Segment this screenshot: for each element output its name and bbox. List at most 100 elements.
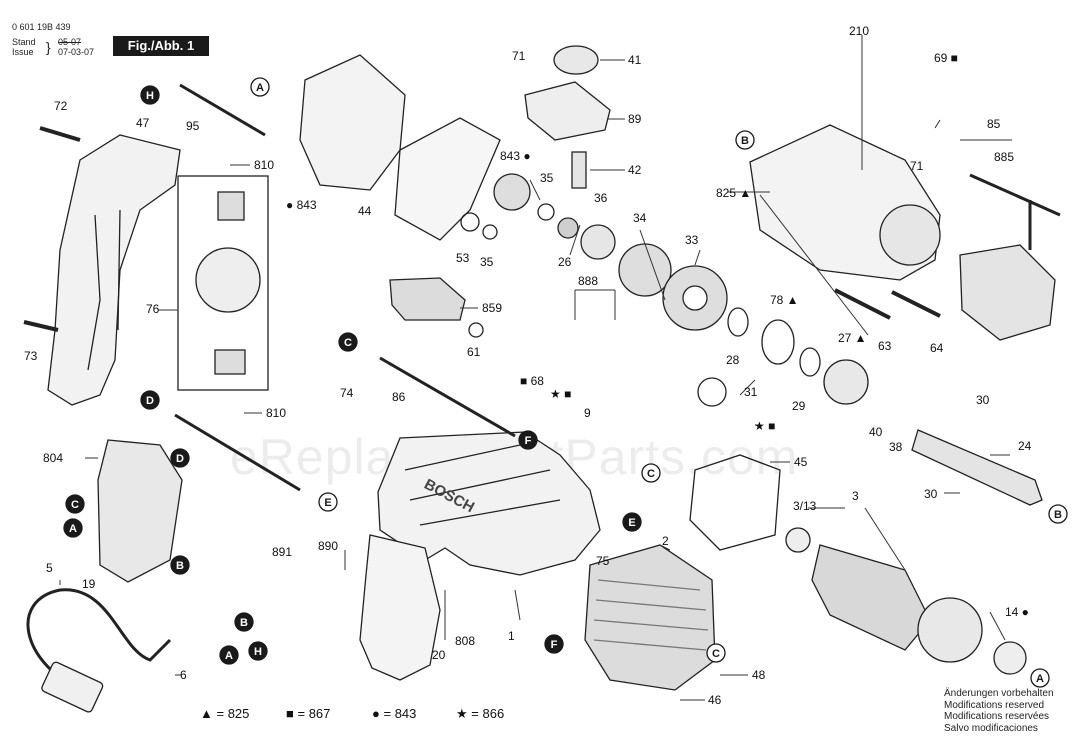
gear-34-drawing (618, 243, 672, 297)
screw-72-drawing (39, 126, 81, 142)
clutch-36-drawing (580, 224, 616, 260)
part-label-808: 808 (455, 634, 475, 648)
reference-marker-c-9: C (338, 332, 358, 352)
figure-label: Fig./Abb. 1 (113, 36, 209, 56)
gear-843-drawing (493, 173, 531, 211)
legend-text-0: = 825 (216, 706, 250, 721)
svg-text:A: A (256, 82, 264, 94)
reference-marker-a-0: A (250, 77, 270, 97)
part-label-72: 72 (54, 99, 68, 113)
part-label-6: 6 (180, 668, 187, 682)
gear-housing-drawing (299, 54, 406, 191)
svg-text:H: H (146, 90, 154, 102)
part-label-75: 75 (596, 554, 610, 568)
part-drawings: BOSCH (23, 35, 1061, 713)
rod-86-drawing (379, 356, 516, 438)
svg-text:H: H (254, 646, 262, 658)
front-housing-collar-drawing (879, 204, 941, 266)
svg-text:C: C (71, 499, 79, 511)
part-label-76: 76 (146, 302, 160, 316)
part-label-891: 891 (272, 545, 292, 559)
legend-item-1: ■ = 867 (286, 706, 330, 721)
field-coil-lines (593, 579, 709, 651)
screw-63-drawing (834, 288, 891, 320)
reference-marker-b-17: B (234, 612, 254, 632)
svg-text:C: C (647, 468, 655, 480)
pin-42-drawing (571, 151, 587, 189)
clutch-26-drawing (557, 217, 579, 239)
bracket-45-drawing (689, 454, 781, 551)
issue-label: Issue (12, 47, 34, 57)
part-label-42: 42 (628, 163, 642, 177)
part-label-38: 38 (889, 440, 903, 454)
legend-symbol-1: ■ (286, 706, 294, 721)
part-label-53: 53 (456, 251, 470, 265)
reference-marker-d-7: D (140, 390, 160, 410)
svg-text:A: A (69, 523, 77, 535)
part-label-41: 41 (628, 53, 642, 67)
ring-78-drawing (761, 319, 795, 365)
reference-marker-h-2: H (140, 85, 160, 105)
part-label-890: 890 (318, 539, 338, 553)
part-label-28: 28 (726, 353, 740, 367)
svg-text:B: B (176, 560, 184, 572)
svg-text:C: C (344, 337, 352, 349)
note-fr: Modifications reservées (944, 711, 1050, 722)
part-label-44: 44 (358, 204, 372, 218)
ring-28-drawing (727, 307, 749, 337)
svg-text:E: E (628, 517, 635, 529)
stand-value: 05-07 (58, 37, 82, 47)
svg-text:B: B (1054, 509, 1062, 521)
part-label-34: 34 (633, 211, 647, 225)
modification-notes: Änderungen vorbehalten Modifications res… (944, 688, 1054, 734)
doc-number: 0 601 19B 439 (12, 22, 71, 32)
legend-item-0: ▲ = 825 (200, 706, 249, 721)
bearing-27-drawing (823, 359, 869, 405)
part-label-843b: ● 843 (286, 198, 317, 212)
issue-value: 07-03-07 (58, 47, 95, 57)
knob-41-drawing (553, 45, 599, 75)
part-label-45: 45 (794, 455, 808, 469)
part-label-31: 31 (744, 385, 758, 399)
part-label-843a: 843 ● (500, 149, 531, 163)
legend-text-3: = 866 (471, 706, 505, 721)
part-label-95: 95 (186, 119, 200, 133)
leader-lines (59, 35, 1012, 701)
disc-31-drawing (697, 377, 727, 407)
part-label-825: 825 ▲ (716, 186, 751, 200)
plug-drawing (41, 661, 104, 713)
part-label-35b: 35 (480, 255, 494, 269)
part-label-20: 20 (432, 648, 446, 662)
chuck-key-drawing (969, 173, 1061, 250)
part-label-30b: 30 (924, 487, 938, 501)
washer-35a-drawing (537, 203, 555, 221)
brush-holder-drawing (195, 247, 261, 313)
reference-marker-e-8: E (318, 492, 338, 512)
part-label-210: 210 (849, 24, 869, 38)
part-label-star: ★ ■ (550, 387, 571, 401)
housing-rib-drawing (404, 444, 561, 526)
part-label-61: 61 (467, 345, 481, 359)
screw-73-drawing (23, 320, 59, 332)
gear-33-hub (682, 285, 708, 311)
part-label-5: 5 (46, 561, 53, 575)
part-label-859: 859 (482, 301, 502, 315)
reference-marker-c-4: C (65, 494, 85, 514)
part-label-46: 46 (708, 693, 722, 707)
part-label-starb: ★ ■ (754, 419, 775, 433)
bearing-14-drawing (993, 641, 1027, 675)
rod-95-drawing (179, 83, 266, 137)
part-label-24: 24 (1018, 439, 1032, 453)
svg-text:F: F (551, 639, 558, 651)
svg-text:B: B (741, 135, 749, 147)
part-label-1: 1 (508, 629, 515, 643)
part-label-69: 69 ■ (934, 51, 958, 65)
part-label-74: 74 (340, 386, 354, 400)
note-de: Änderungen vorbehalten (944, 688, 1054, 699)
part-label-78: 78 ▲ (770, 293, 799, 307)
armature-fan-drawing (917, 597, 983, 663)
svg-text:F: F (525, 435, 532, 447)
part-label-86: 86 (392, 390, 406, 404)
